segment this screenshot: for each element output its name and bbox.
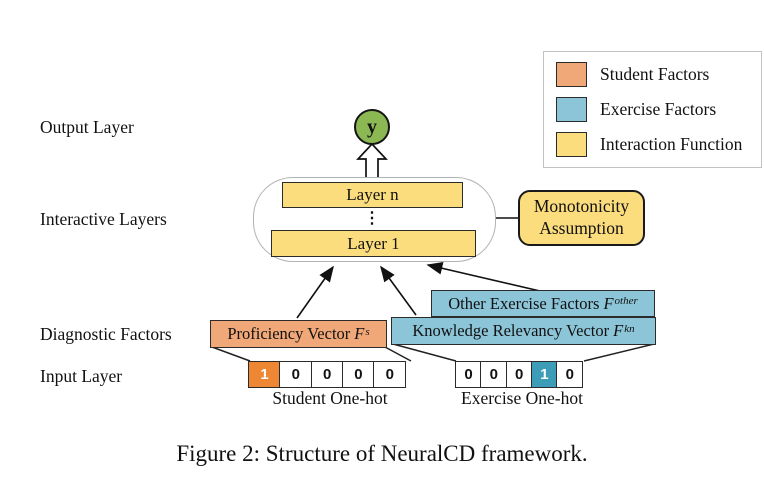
layer-1-box: Layer 1 [271, 230, 476, 257]
knowledge-relevancy-symbol: F [613, 321, 624, 340]
ellipsis-dots: ⋮ [364, 210, 380, 227]
interaction-function-swatch-icon [556, 132, 587, 157]
proficiency-symbol: F [354, 324, 365, 343]
layer-n-box: Layer n [282, 182, 463, 208]
label-diagnostic-factors: Diagnostic Factors [40, 324, 172, 344]
legend-row-exercise: Exercise Factors [556, 97, 761, 122]
onehot-cell: 1 [248, 361, 281, 388]
onehot-cell: 0 [505, 361, 533, 388]
other-exercise-superscript: other [614, 295, 638, 307]
output-arrow-icon [356, 142, 388, 179]
arrow-proficiency-to-layer1 [296, 265, 334, 319]
other-exercise-factors-box: Other Exercise Factors F other [431, 290, 655, 317]
exercise-onehot-vector: 0 0 0 1 0 [455, 361, 584, 388]
exercise-onehot-label: Exercise One-hot [461, 388, 583, 408]
onehot-cell: 0 [279, 361, 313, 388]
legend-label: Student Factors [600, 64, 710, 84]
funnel-exercise-left [392, 343, 457, 362]
onehot-cell: 0 [373, 361, 407, 388]
proficiency-vector-box: Proficiency Vector F s [210, 320, 387, 348]
knowledge-relevancy-vector-box: Knowledge Relevancy Vector F kn [391, 317, 656, 345]
monotonicity-assumption-box: Monotonicity Assumption [518, 190, 645, 246]
funnel-student-right [384, 346, 412, 362]
label-interactive-layers: Interactive Layers [40, 209, 167, 229]
legend: Student Factors Exercise Factors Interac… [543, 51, 762, 168]
onehot-cell: 0 [480, 361, 508, 388]
onehot-cell: 0 [310, 361, 344, 388]
onehot-cell: 0 [455, 361, 482, 388]
label-input-layer: Input Layer [40, 366, 123, 386]
arrow-knowledge-to-layer1 [380, 265, 417, 316]
monotonicity-line1: Monotonicity [533, 196, 630, 217]
legend-row-interaction: Interaction Function [556, 132, 761, 157]
other-exercise-text: Other Exercise Factors [448, 293, 600, 313]
proficiency-vector-text: Proficiency Vector [227, 324, 351, 343]
student-onehot-label: Student One-hot [272, 388, 388, 408]
knowledge-relevancy-superscript: kn [624, 322, 635, 335]
output-node: y [354, 109, 390, 145]
other-exercise-symbol: F [603, 293, 614, 313]
knowledge-relevancy-text: Knowledge Relevancy Vector [412, 321, 610, 340]
onehot-cell: 0 [341, 361, 375, 388]
figure-caption: Figure 2: Structure of NeuralCD framewor… [176, 441, 588, 466]
onehot-cell: 1 [530, 361, 558, 388]
student-factors-swatch-icon [556, 62, 587, 87]
label-output-layer: Output Layer [40, 117, 134, 137]
arrow-other-to-layer1 [426, 262, 541, 292]
funnel-student-left [211, 346, 251, 362]
exercise-factors-swatch-icon [556, 97, 587, 122]
legend-label: Interaction Function [600, 134, 743, 154]
monotonicity-line2: Assumption [539, 218, 624, 238]
onehot-cell: 0 [556, 361, 584, 388]
proficiency-superscript: s [365, 325, 370, 338]
student-onehot-vector: 1 0 0 0 0 [248, 361, 407, 388]
funnel-exercise-right [583, 343, 655, 362]
legend-label: Exercise Factors [600, 99, 717, 119]
legend-row-student: Student Factors [556, 62, 761, 87]
